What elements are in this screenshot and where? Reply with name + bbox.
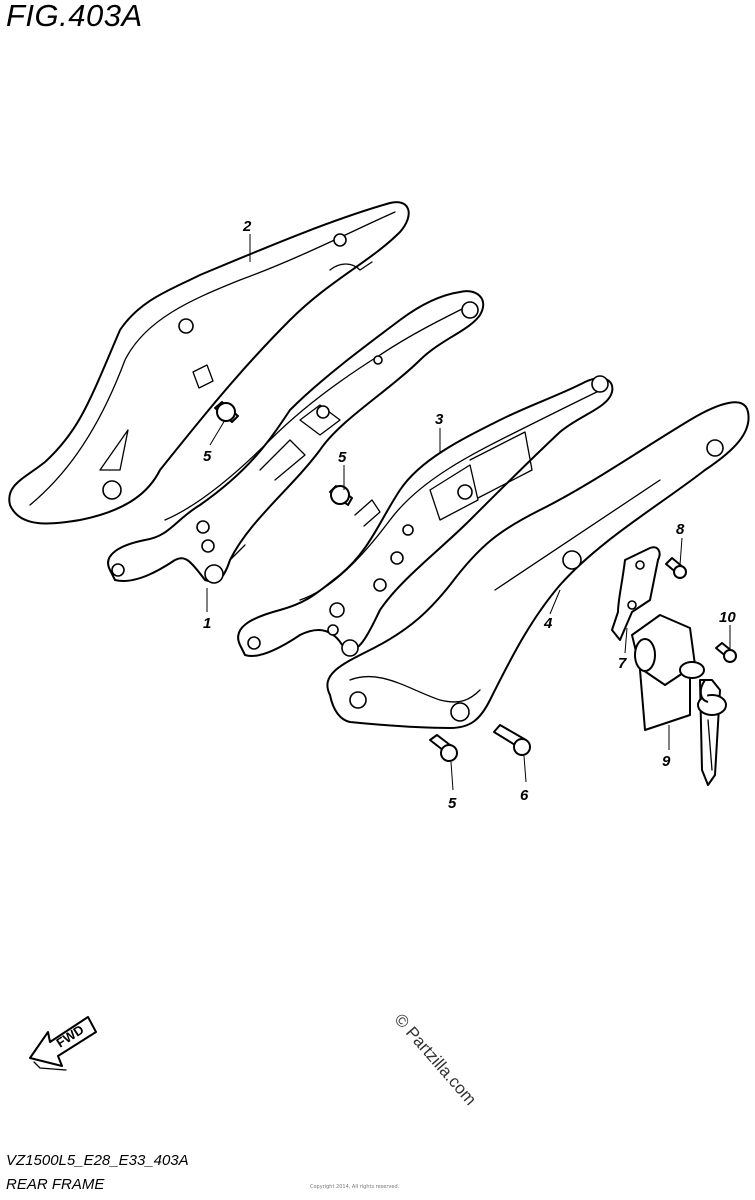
callout-9: 9 xyxy=(662,753,671,770)
fwd-arrow-icon: FWD xyxy=(29,1016,97,1071)
mount-hole xyxy=(373,578,387,592)
mount-hole xyxy=(457,484,473,500)
callout-1: 1 xyxy=(203,615,211,632)
mount-hole xyxy=(201,539,215,553)
mount-hole xyxy=(327,624,339,636)
screw-10[interactable] xyxy=(715,642,737,663)
callout-5-upper: 5 xyxy=(203,448,212,465)
mount-hole xyxy=(341,639,359,657)
callout-7: 7 xyxy=(618,655,627,672)
part-9-seat-lock[interactable] xyxy=(631,614,727,786)
callout-2: 2 xyxy=(242,218,252,235)
mount-hole xyxy=(373,355,383,365)
mount-hole xyxy=(247,636,261,650)
mount-hole xyxy=(102,480,122,500)
callout-5-middle: 5 xyxy=(338,449,347,466)
mount-hole xyxy=(591,375,609,393)
mount-hole xyxy=(562,550,582,570)
figure-title: FIG.403A xyxy=(6,0,143,33)
copyright-fine-print: Copyright 2014, All rights reserved. xyxy=(310,1184,400,1190)
leader-lines xyxy=(206,234,731,791)
callout-4: 4 xyxy=(543,615,553,632)
callout-3: 3 xyxy=(435,411,444,428)
screw-5-upper[interactable] xyxy=(214,401,239,423)
screw-6[interactable] xyxy=(493,724,531,756)
callout-5-lower: 5 xyxy=(448,795,457,812)
callout-labels: 2 1 3 4 5 5 5 6 8 10 7 9 xyxy=(203,218,736,812)
screw-5-lower[interactable] xyxy=(429,734,458,762)
mount-hole xyxy=(333,233,347,247)
mount-hole xyxy=(461,301,479,319)
mount-hole xyxy=(329,602,345,618)
mount-hole xyxy=(111,563,125,577)
callout-6: 6 xyxy=(520,787,529,804)
screw-5-middle[interactable] xyxy=(329,485,353,506)
screw-8[interactable] xyxy=(665,557,687,579)
part-7-lock-bracket[interactable] xyxy=(611,546,661,641)
part-4-frame-cover-right[interactable] xyxy=(326,401,750,729)
mount-hole xyxy=(349,691,367,709)
mount-hole xyxy=(316,405,330,419)
part-2-frame-cover[interactable] xyxy=(8,201,410,525)
mount-hole xyxy=(204,564,224,584)
model-code: VZ1500L5_E28_E33_403A xyxy=(6,1152,189,1169)
mount-hole xyxy=(390,551,404,565)
section-name: REAR FRAME xyxy=(6,1176,105,1193)
mount-hole xyxy=(450,702,470,722)
mount-hole xyxy=(196,520,210,534)
callout-8: 8 xyxy=(676,521,685,538)
part-3-rear-frame-right[interactable] xyxy=(237,375,614,657)
part-1-rear-frame-left[interactable] xyxy=(107,290,485,584)
mount-hole xyxy=(402,524,414,536)
mount-hole xyxy=(706,439,724,457)
mount-hole xyxy=(178,318,194,334)
callout-10: 10 xyxy=(719,609,736,626)
